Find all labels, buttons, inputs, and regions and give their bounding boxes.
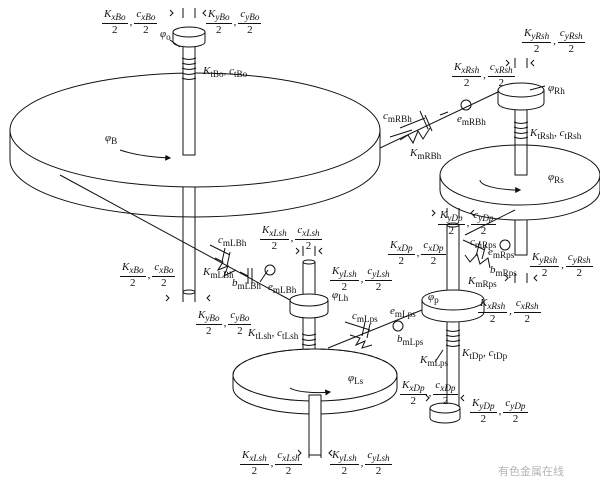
label-phi-p: φp (428, 291, 439, 306)
bearing-symbols (165, 8, 538, 458)
label-phi-o: φo (160, 28, 171, 43)
label-k-mrps: KmRps (468, 275, 497, 290)
leader-lines (169, 39, 546, 363)
spring-damper-mrps (462, 239, 511, 269)
label-c-mrps: cmRps (470, 236, 497, 251)
disk-rs (439, 144, 600, 221)
planet-p (421, 222, 485, 424)
spring-damper-mlps (344, 320, 404, 349)
label-phi-rs: φRs (548, 171, 564, 186)
label-k-mlps: KmLps (420, 354, 449, 369)
label-kt-ct-dp: KtDp, ctDp (462, 347, 508, 362)
label-c-mrbh: cmRBh (383, 110, 412, 125)
label-b-mlps: bmLps (397, 333, 424, 348)
label-b-mrps: bmRps (490, 264, 517, 279)
label-kt-ct-lsh: KtLsh, ctLsh (248, 327, 299, 342)
label-e-mlps: emLps (390, 305, 416, 320)
label-k-mlbh: KmLBh (203, 266, 234, 281)
disk-ls (232, 348, 398, 456)
label-phi-ls: φLs (348, 372, 364, 387)
shaft-b-lower (182, 187, 196, 295)
label-e-mrbh: emRBh (457, 113, 486, 128)
label-c-mlbh: cmLBh (218, 234, 247, 249)
label-phi-rh: φRh (548, 82, 565, 97)
label-e-mlbh: emLBh (268, 281, 297, 296)
gear-lh (289, 259, 329, 353)
label-phi-lh: φLh (332, 289, 349, 304)
label-phi-b: φB (105, 132, 118, 147)
hub-o (172, 26, 206, 156)
label-k-mrbh: KmRBh (410, 147, 442, 162)
label-b-mlbh: bmLBh (232, 277, 261, 292)
label-kt-ct-rsh: KtRsh, ctRsh (530, 127, 582, 142)
spring-damper-mrbh (399, 99, 472, 145)
label-c-mlps: cmLps (352, 310, 378, 325)
label-e-mrps: emRps (488, 246, 515, 261)
label-kt-ct-bo: KtBo, ctBo (203, 65, 248, 80)
watermark: 有色金属在线 (498, 465, 564, 478)
spring-damper-mlbh (209, 244, 276, 284)
